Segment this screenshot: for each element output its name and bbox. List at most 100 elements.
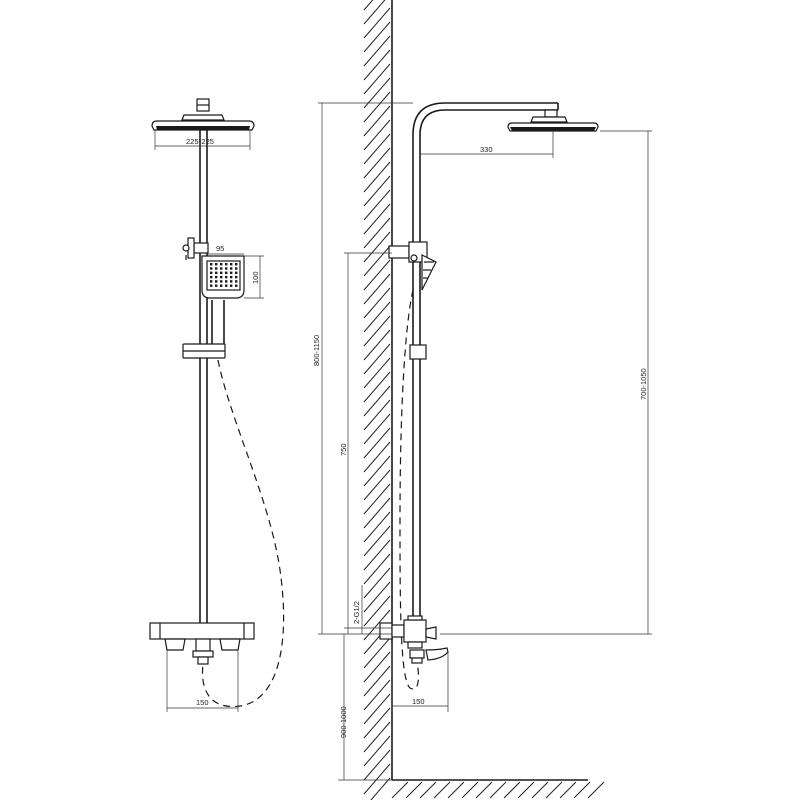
dim-handshower-height: 100 <box>244 255 264 299</box>
nozzle-dot <box>215 275 218 279</box>
hatch-line <box>363 259 391 291</box>
svg-text:800-1150: 800-1150 <box>312 335 321 366</box>
hatch-line <box>363 763 391 795</box>
hatch-line <box>363 49 391 81</box>
hatch-line <box>363 441 391 473</box>
side-view: 800-1150 750 2-G1/2 900-1000 150 330 <box>312 102 652 781</box>
nozzle-dot <box>220 263 223 266</box>
nozzle-dot <box>215 267 218 270</box>
nozzle-dot <box>220 275 223 279</box>
hatch-line <box>363 721 391 753</box>
nozzle-dot <box>210 275 213 279</box>
nozzle-dot <box>235 280 238 283</box>
hatch-line <box>363 287 391 319</box>
nozzle-dot <box>210 284 213 287</box>
hatch-line <box>363 581 391 613</box>
hand-shower-nozzle-grid <box>210 263 238 287</box>
hatch-line <box>573 781 591 799</box>
hatch-line <box>363 63 391 95</box>
nozzle-dot <box>230 275 233 279</box>
floor-hatch-lines <box>391 781 605 799</box>
nozzle-dot <box>210 267 213 270</box>
dim-head-width: 225*225 <box>154 130 251 150</box>
hatch-line <box>363 595 391 627</box>
wall-hatch-lines <box>363 0 391 800</box>
hatch-line <box>363 0 386 25</box>
nozzle-dot <box>220 280 223 283</box>
nozzle-dot <box>225 284 228 287</box>
hatch-line <box>587 781 605 799</box>
shower-hose-side <box>399 289 420 690</box>
nozzle-dot <box>225 271 228 274</box>
dim-head-height-range: 700-1050 <box>440 130 652 635</box>
hatch-line <box>363 413 391 445</box>
nozzle-dot <box>215 263 218 266</box>
hatch-line <box>363 693 391 725</box>
hatch-line <box>363 553 391 585</box>
hatch-line <box>363 749 391 781</box>
hatch-line <box>363 91 391 123</box>
hatch-line <box>363 567 391 599</box>
hatch-line <box>363 525 391 557</box>
dim-install-height: 900-1000 <box>338 634 392 781</box>
thermostatic-mixer-side <box>379 615 449 664</box>
hatch-line <box>545 781 563 799</box>
dim-mixer-spacing-front: 150 <box>166 650 239 712</box>
nozzle-dot <box>210 271 213 274</box>
hatch-line <box>447 781 465 799</box>
hatch-line <box>363 217 391 249</box>
hatch-line <box>363 357 391 389</box>
hatch-line <box>363 133 391 165</box>
dim-arm-reach: 330 <box>420 131 554 158</box>
hatch-line <box>363 399 391 431</box>
hatch-line <box>363 35 391 67</box>
nozzle-dot <box>220 271 223 274</box>
hatch-line <box>363 329 391 361</box>
dim-slide-bar-height: 750 <box>339 252 392 634</box>
hatch-line <box>363 735 391 767</box>
hatch-line <box>517 781 535 799</box>
hatch-line <box>475 781 493 799</box>
hatch-line <box>363 609 391 641</box>
hatch-line <box>363 679 391 711</box>
hatch-line <box>363 539 391 571</box>
front-view: 225*225 95 100 150 <box>149 98 285 712</box>
hatch-line <box>363 175 391 207</box>
svg-text:95: 95 <box>216 244 224 253</box>
hatch-line <box>363 371 391 403</box>
hatch-line <box>433 781 451 799</box>
nozzle-dot <box>235 275 238 279</box>
svg-text:150: 150 <box>412 697 425 706</box>
nozzle-dot <box>225 275 228 279</box>
nozzle-dot <box>230 284 233 287</box>
thermostatic-mixer-front <box>149 622 255 665</box>
rain-shower-head-front <box>151 98 255 131</box>
nozzle-dot <box>230 280 233 283</box>
hatch-line <box>489 781 507 799</box>
nozzle-dot <box>215 280 218 283</box>
dim-handshower-width: 95 <box>207 244 244 255</box>
hatch-line <box>363 301 391 333</box>
svg-text:750: 750 <box>339 443 348 456</box>
hatch-line <box>363 455 391 487</box>
hatch-line <box>363 511 391 543</box>
nozzle-dot <box>225 267 228 270</box>
dim-mixer-spacing-side: 150 <box>391 642 449 712</box>
nozzle-dot <box>230 267 233 270</box>
shower-column-front <box>182 130 226 623</box>
nozzle-dot <box>225 263 228 266</box>
nozzle-dot <box>215 284 218 287</box>
hatch-line <box>363 343 391 375</box>
hatch-line <box>363 77 391 109</box>
nozzle-dot <box>215 271 218 274</box>
hatch-line <box>531 781 549 799</box>
hatch-line <box>419 781 437 799</box>
svg-text:100: 100 <box>251 271 260 284</box>
rain-shower-head-side <box>507 109 599 132</box>
riser-pipe-side <box>412 102 559 622</box>
svg-text:225*225: 225*225 <box>186 137 214 146</box>
hatch-line <box>363 147 391 179</box>
slider-side <box>409 344 427 360</box>
diverter-side <box>388 241 437 291</box>
hatch-line <box>363 315 391 347</box>
